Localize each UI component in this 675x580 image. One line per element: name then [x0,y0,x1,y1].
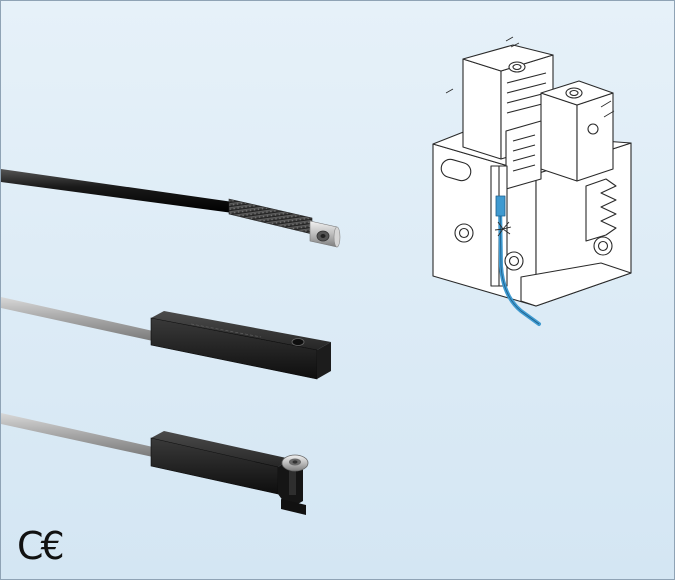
block-screw [291,338,305,346]
sensor-spark-icon [494,221,512,237]
black-cable [1,169,233,213]
grey-cable-lower [1,413,153,457]
sensor-block-end [317,342,331,379]
rectangular-sensor [1,297,331,380]
clip-block-top [151,431,291,467]
slot-clip-sensor [1,413,309,515]
ce-mark-icon: C€ [17,524,65,568]
grey-cable [1,297,153,341]
cylindrical-sensor [1,169,341,248]
left-jaw [462,58,502,160]
right-jaw [540,92,578,182]
sensor-block-top [151,311,331,350]
gripper-mounting-illustration [432,36,632,326]
